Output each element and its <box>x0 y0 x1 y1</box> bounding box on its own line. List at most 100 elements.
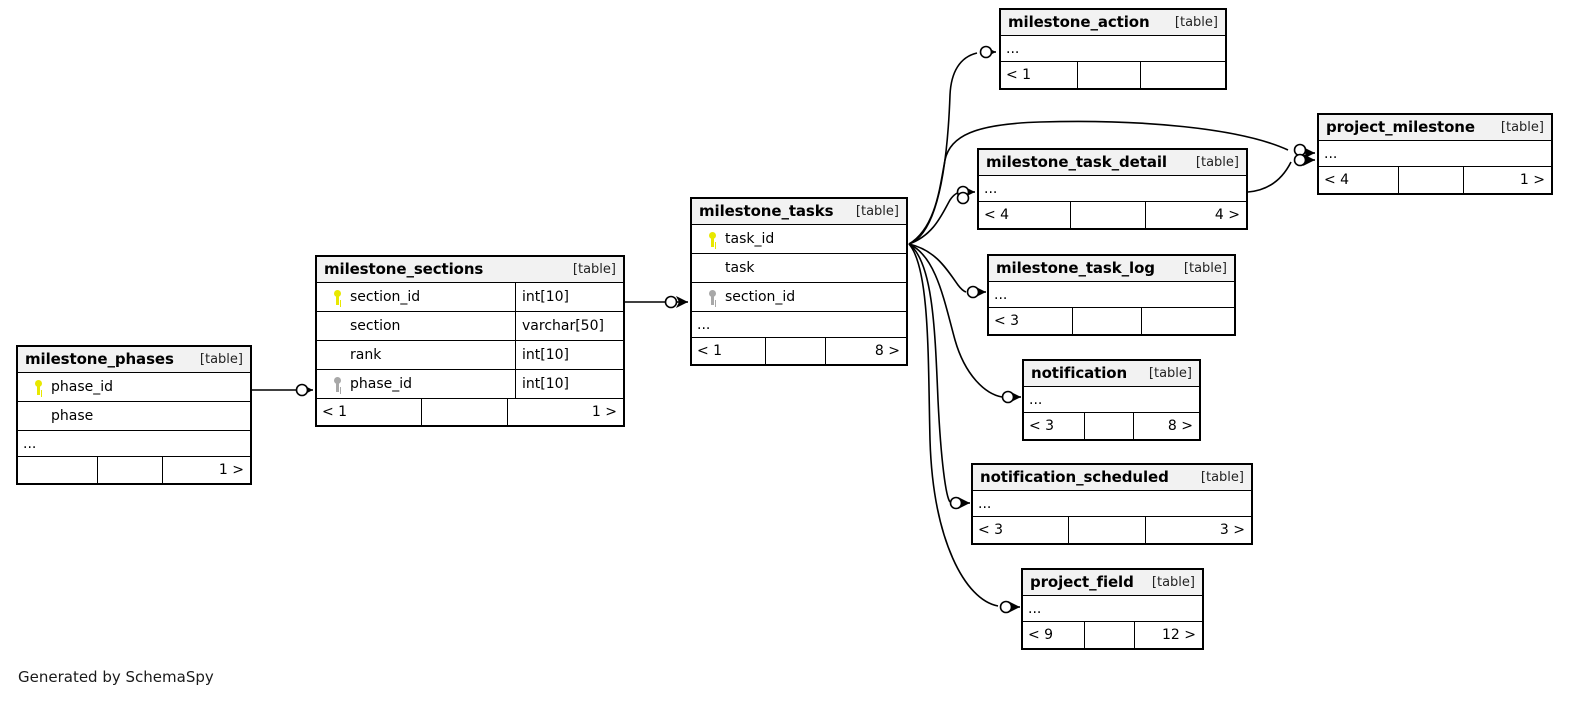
column-row[interactable]: section_id int[10] <box>317 283 623 312</box>
edge-endpoint-zero <box>949 496 963 510</box>
table-milestone-sections[interactable]: milestone_sections [table] section_id in… <box>315 255 625 427</box>
table-title: milestone_action <box>1008 13 1150 31</box>
footer-center <box>1077 62 1140 88</box>
column-name: task <box>725 260 755 276</box>
footer-inbound-count: < 1 <box>322 404 348 420</box>
table-title: milestone_sections <box>324 260 484 278</box>
column-type: varchar[50] <box>515 312 623 340</box>
foreign-key-icon <box>699 289 725 305</box>
table-ellipsis-row: ... <box>1023 596 1202 622</box>
table-footer: < 3 3 > <box>973 517 1251 543</box>
table-title: notification <box>1031 364 1128 382</box>
table-milestone-phases[interactable]: milestone_phases [table] phase_id phase … <box>16 345 252 485</box>
footer-center <box>96 457 162 483</box>
table-milestone-tasks[interactable]: milestone_tasks [table] task_id task sec… <box>690 197 908 366</box>
table-type-tag: [table] <box>1174 14 1218 30</box>
edge-endpoint-zero <box>999 600 1013 614</box>
table-milestone-action[interactable]: milestone_action [table] ... < 1 <box>999 8 1227 90</box>
footer-center <box>1397 167 1463 193</box>
table-header: milestone_phases [table] <box>18 347 250 373</box>
column-name: rank <box>350 347 382 363</box>
table-ellipsis-row: ... <box>692 312 906 338</box>
table-title: milestone_phases <box>25 350 174 368</box>
footer-inbound-count: < 1 <box>1006 67 1032 83</box>
table-notification-scheduled[interactable]: notification_scheduled [table] ... < 3 3… <box>971 463 1253 545</box>
footer-inbound-count: < 4 <box>1324 172 1350 188</box>
column-row[interactable]: task <box>692 254 906 283</box>
column-row[interactable]: phase_id int[10] <box>317 370 623 399</box>
table-footer: < 9 12 > <box>1023 622 1202 648</box>
column-row[interactable]: section varchar[50] <box>317 312 623 341</box>
edge-endpoint-zero <box>979 45 993 59</box>
table-ellipsis-row: ... <box>973 491 1251 517</box>
table-ellipsis-row: ... <box>18 431 250 457</box>
table-header: milestone_task_detail [table] <box>979 150 1246 176</box>
column-row[interactable]: phase_id <box>18 373 250 402</box>
column-type: int[10] <box>515 370 623 398</box>
edge-tasks-to-notification-scheduled <box>908 243 951 503</box>
footer-center <box>764 338 825 364</box>
edge-tasks-to-action <box>908 52 978 245</box>
column-label-cell: task_id <box>692 225 906 253</box>
table-type-tag: [table] <box>1200 469 1244 485</box>
column-name: section <box>350 318 401 334</box>
column-label-cell: phase_id <box>317 370 515 398</box>
table-type-tag: [table] <box>199 351 243 367</box>
table-type-tag: [table] <box>1151 574 1195 590</box>
generator-credit: Generated by SchemaSpy <box>18 668 214 686</box>
footer-outbound-count <box>1139 62 1225 88</box>
table-ellipsis-row: ... <box>989 282 1234 308</box>
footer-outbound-count: 1 > <box>506 399 623 425</box>
table-footer: < 3 8 > <box>1024 413 1199 439</box>
column-label-cell: section_id <box>692 283 906 311</box>
edge-task-detail-to-project-milestone <box>1247 161 1292 193</box>
table-type-tag: [table] <box>1148 365 1192 381</box>
table-type-tag: [table] <box>855 203 899 219</box>
footer-center <box>1072 308 1141 334</box>
edge-endpoint-zero <box>956 185 970 199</box>
table-title: project_milestone <box>1326 118 1475 136</box>
primary-key-icon <box>699 231 725 247</box>
table-footer: < 1 8 > <box>692 338 906 364</box>
table-footer: < 1 <box>1001 62 1225 88</box>
column-label-cell: phase <box>18 402 250 430</box>
table-project-milestone[interactable]: project_milestone [table] ... < 4 1 > <box>1317 113 1553 195</box>
column-type: int[10] <box>515 341 623 369</box>
table-header: milestone_action [table] <box>1001 10 1225 36</box>
edge-tasks-to-task-log <box>908 243 967 293</box>
table-header: milestone_task_log [table] <box>989 256 1234 282</box>
table-milestone-task-detail[interactable]: milestone_task_detail [table] ... < 4 4 … <box>977 148 1248 230</box>
table-title: milestone_task_detail <box>986 153 1167 171</box>
column-row[interactable]: section_id <box>692 283 906 312</box>
footer-outbound-count: 4 > <box>1144 202 1246 228</box>
column-label-cell: section <box>317 312 515 340</box>
table-type-tag: [table] <box>572 261 616 277</box>
table-ellipsis-row: ... <box>1319 141 1551 167</box>
column-label-cell: phase_id <box>18 373 250 401</box>
table-header: milestone_sections [table] <box>317 257 623 283</box>
footer-inbound-count: < 3 <box>994 313 1020 329</box>
table-notification[interactable]: notification [table] ... < 3 8 > <box>1022 359 1201 441</box>
edge-endpoint-zero <box>1001 390 1015 404</box>
footer-inbound-count: < 4 <box>984 207 1010 223</box>
footer-center <box>1083 622 1134 648</box>
table-footer: < 1 1 > <box>317 399 623 425</box>
footer-outbound-count <box>1140 308 1234 334</box>
edge-endpoint-zero <box>664 295 678 309</box>
footer-center <box>1069 202 1145 228</box>
edge-endpoint-zero <box>295 383 309 397</box>
table-title: notification_scheduled <box>980 468 1169 486</box>
footer-inbound-count <box>18 457 97 483</box>
column-row[interactable]: rank int[10] <box>317 341 623 370</box>
footer-inbound-count: < 3 <box>978 522 1004 538</box>
table-footer: < 3 <box>989 308 1234 334</box>
table-project-field[interactable]: project_field [table] ... < 9 12 > <box>1021 568 1204 650</box>
table-milestone-task-log[interactable]: milestone_task_log [table] ... < 3 <box>987 254 1236 336</box>
column-row[interactable]: task_id <box>692 225 906 254</box>
column-row[interactable]: phase <box>18 402 250 431</box>
table-header: project_milestone [table] <box>1319 115 1551 141</box>
footer-outbound-count: 1 > <box>1462 167 1551 193</box>
column-name: task_id <box>725 231 775 247</box>
foreign-key-icon <box>324 376 350 392</box>
footer-center <box>421 399 507 425</box>
